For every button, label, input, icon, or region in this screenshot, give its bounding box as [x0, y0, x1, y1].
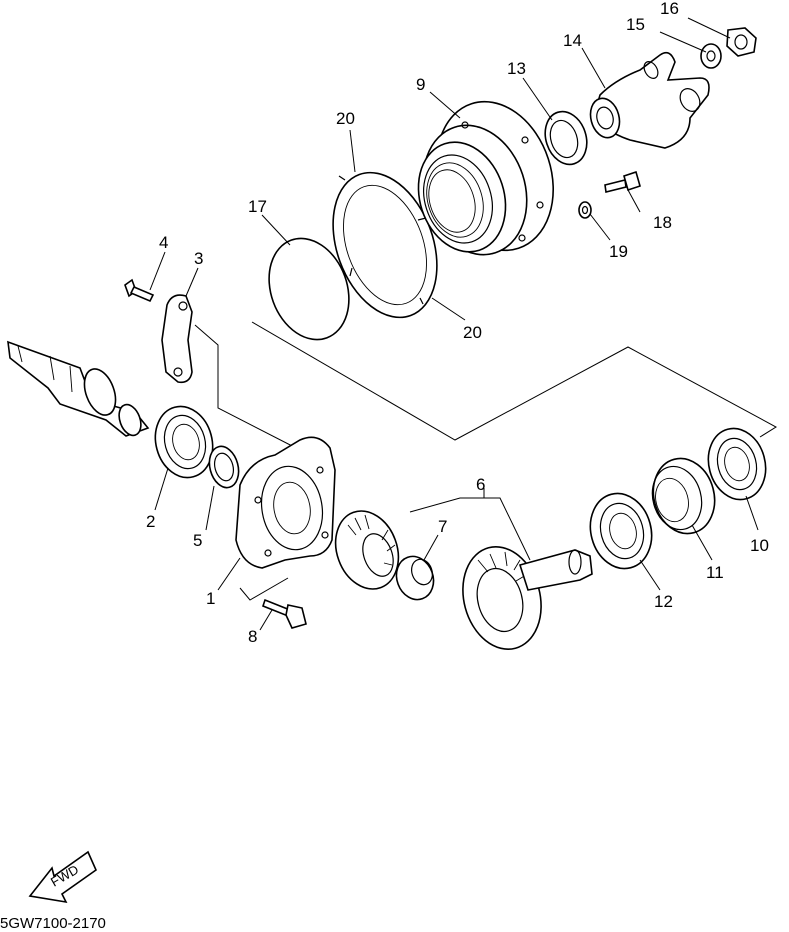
callout-20-bottom: 20: [463, 323, 482, 342]
washer-19-part: [578, 201, 592, 219]
nut-part: [726, 27, 757, 57]
callout-2: 2: [146, 512, 155, 531]
bearing-11-part: [651, 457, 716, 535]
callout-11: 11: [706, 563, 724, 582]
callout-20-top: 20: [336, 109, 355, 128]
bolt-8-part: [262, 598, 307, 629]
callout-12: 12: [654, 592, 673, 611]
callout-16: 16: [660, 0, 679, 18]
gasket-part: [332, 171, 438, 319]
callout-7: 7: [438, 517, 447, 536]
bolt-18-part: [604, 170, 641, 193]
washer-part: [700, 43, 722, 69]
drive-shaft-part: [7, 340, 150, 437]
o-ring-part: [268, 237, 350, 341]
bearing-2-part: [154, 405, 214, 479]
callout-18: 18: [653, 213, 672, 232]
callout-14: 14: [563, 31, 582, 50]
universal-joint-yoke-part: [589, 51, 710, 149]
callout-labels: 1 2 3 4 5 6 7 8 9 10 11 12 13 14 15 16 1…: [146, 0, 769, 646]
bearing-12-part: [589, 492, 653, 570]
callout-17: 17: [248, 197, 267, 216]
screw-part: [124, 278, 155, 303]
collar-part: [395, 555, 435, 601]
callout-5: 5: [193, 531, 202, 550]
oil-seal-part: [544, 110, 588, 166]
bearing-10-part: [707, 427, 767, 501]
callout-3: 3: [194, 249, 203, 268]
callout-9: 9: [416, 75, 425, 94]
ring-gear-part: [462, 546, 593, 650]
lock-plate-part: [161, 294, 193, 384]
callout-19: 19: [609, 242, 628, 261]
callout-15: 15: [626, 15, 645, 34]
bearing-housing-part: [417, 100, 555, 256]
pinion-gear-part: [334, 510, 400, 590]
callout-4: 4: [159, 233, 168, 252]
assembly-boundary-lines: [194, 321, 777, 601]
drawing-code: 5GW7100-2170: [0, 915, 106, 932]
callout-10: 10: [750, 536, 769, 555]
callout-1: 1: [206, 589, 215, 608]
callout-6: 6: [476, 475, 485, 494]
bearing-retainer-part: [235, 436, 336, 569]
fwd-arrow-icon: FWD: [28, 850, 97, 904]
callout-13: 13: [507, 59, 526, 78]
callout-8: 8: [248, 627, 257, 646]
shim-part: [208, 445, 240, 489]
leader-lines: [149, 17, 759, 631]
